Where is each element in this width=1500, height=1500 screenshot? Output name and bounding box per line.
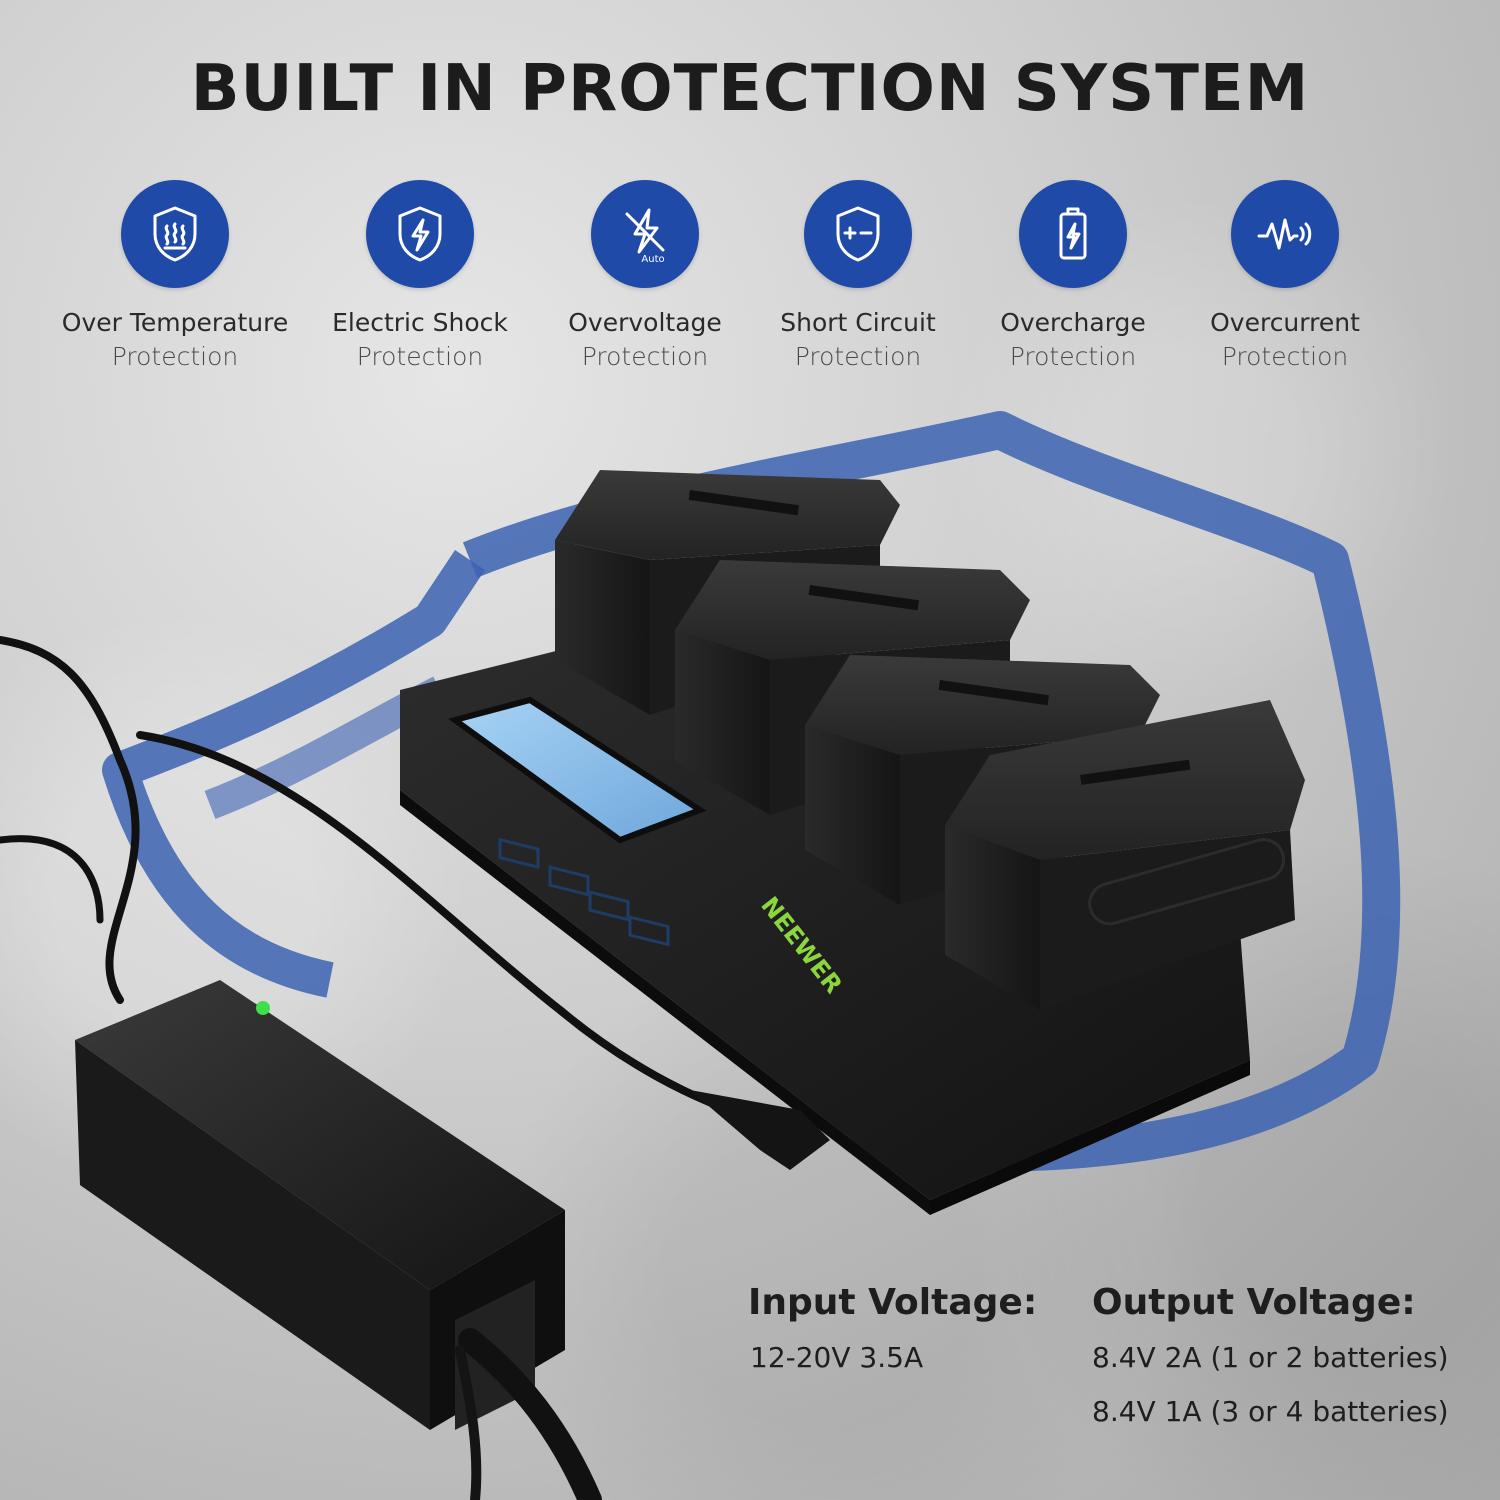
input-voltage-value: 12-20V 3.5A xyxy=(750,1341,924,1374)
feature-short-circuit: Short Circuit Protection xyxy=(738,180,978,374)
feature-subtitle: Protection xyxy=(356,342,484,371)
feature-title: Over Temperature xyxy=(61,308,289,337)
feature-subtitle: Protection xyxy=(111,342,239,371)
feature-overcurrent: Overcurrent Protection xyxy=(1165,180,1405,374)
feature-overcharge: Overcharge Protection xyxy=(953,180,1193,374)
lightning-shield-icon xyxy=(366,180,474,288)
battery-4 xyxy=(945,700,1305,1010)
feature-title: Electric Shock xyxy=(332,308,508,337)
auto-label: Auto xyxy=(641,254,664,265)
feature-subtitle: Protection xyxy=(794,342,922,371)
power-adapter xyxy=(75,980,602,1500)
feature-title: Short Circuit xyxy=(780,308,936,337)
output-voltage-line2: 8.4V 1A (3 or 4 batteries) xyxy=(1092,1395,1449,1428)
plus-minus-shield-icon xyxy=(804,180,912,288)
current-wave-icon xyxy=(1231,180,1339,288)
feature-over-temperature: Over Temperature Protection xyxy=(55,180,295,374)
battery-charge-icon xyxy=(1019,180,1127,288)
output-voltage-label: Output Voltage: xyxy=(1092,1282,1416,1323)
lcd-display xyxy=(448,696,707,947)
power-led-indicator xyxy=(256,1001,270,1015)
feature-title: Overcurrent xyxy=(1210,308,1360,337)
feature-electric-shock: Electric Shock Protection xyxy=(300,180,540,374)
feature-subtitle: Protection xyxy=(581,342,709,371)
auto-cutoff-icon: Auto xyxy=(591,180,699,288)
feature-title: Overcharge xyxy=(1000,308,1146,337)
heat-shield-icon xyxy=(121,180,229,288)
charger-base: NEEWER xyxy=(400,650,1250,1215)
feature-subtitle: Protection xyxy=(1009,342,1137,371)
feature-row: Over Temperature Protection Electric Sho… xyxy=(0,180,1500,400)
input-voltage-label: Input Voltage: xyxy=(748,1282,1038,1323)
output-voltage-line1: 8.4V 2A (1 or 2 batteries) xyxy=(1092,1341,1449,1374)
feature-subtitle: Protection xyxy=(1221,342,1349,371)
feature-overvoltage: Auto Overvoltage Protection xyxy=(525,180,765,374)
feature-title: Overvoltage xyxy=(568,308,722,337)
page-title: BUILT IN PROTECTION SYSTEM xyxy=(190,52,1310,126)
